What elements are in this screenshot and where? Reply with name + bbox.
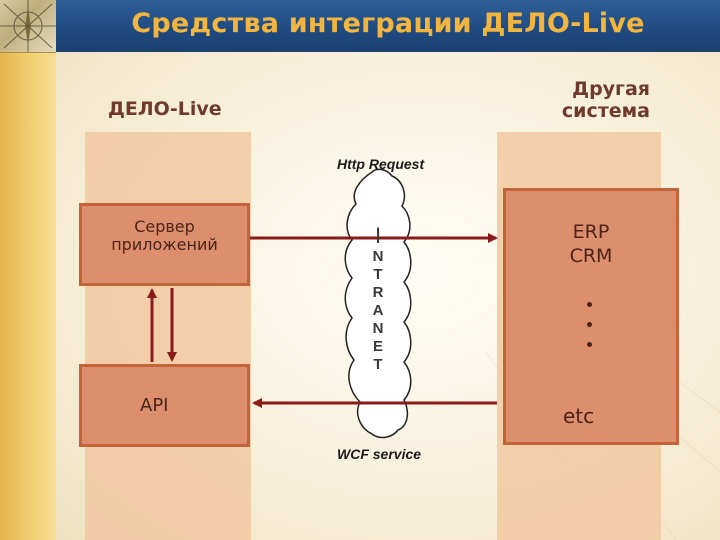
page-title: Средства интеграции ДЕЛО-Live	[131, 8, 645, 39]
etc-label: etc	[563, 404, 595, 428]
intranet-letter: R	[372, 284, 384, 301]
api-box	[79, 364, 250, 447]
left-decorative-strip	[0, 0, 56, 540]
api-label: API	[140, 395, 169, 416]
wcf-service-label: WCF service	[337, 446, 422, 462]
intranet-cloud	[344, 168, 412, 439]
erp-crm-box	[503, 188, 679, 445]
intranet-letter: N	[372, 320, 384, 337]
erp-label-line1: ERP	[572, 221, 610, 243]
intranet-letter: N	[372, 248, 384, 265]
intranet-letter: T	[373, 266, 383, 283]
ellipsis-dot	[587, 302, 592, 307]
header-bar	[56, 0, 720, 52]
app-server-label: Сервер приложений	[79, 218, 250, 254]
ellipsis-dot	[587, 342, 592, 347]
intranet-label: I N T R A N E T	[364, 224, 392, 374]
intranet-letter: I	[374, 223, 382, 248]
intranet-letter: A	[372, 302, 384, 319]
compass-rose-icon	[0, 0, 56, 52]
right-column-title: Другая система	[520, 78, 650, 122]
right-title-line1: Другая	[572, 78, 650, 100]
corner-logo	[0, 0, 56, 53]
http-request-label: Http Request	[337, 156, 425, 172]
app-server-box	[79, 203, 250, 286]
left-column-title: ДЕЛО-Live	[108, 98, 222, 120]
erp-label-line2: CRM	[569, 245, 613, 267]
intranet-letter: T	[373, 356, 383, 373]
right-title-line2: система	[561, 100, 650, 122]
server-label-line2: приложений	[111, 235, 218, 254]
ellipsis-dot	[587, 322, 592, 327]
intranet-letter: E	[372, 338, 383, 355]
delo-live-column	[85, 132, 251, 540]
server-label-line1: Сервер	[134, 217, 195, 236]
erp-crm-label: ERP CRM	[503, 220, 679, 268]
